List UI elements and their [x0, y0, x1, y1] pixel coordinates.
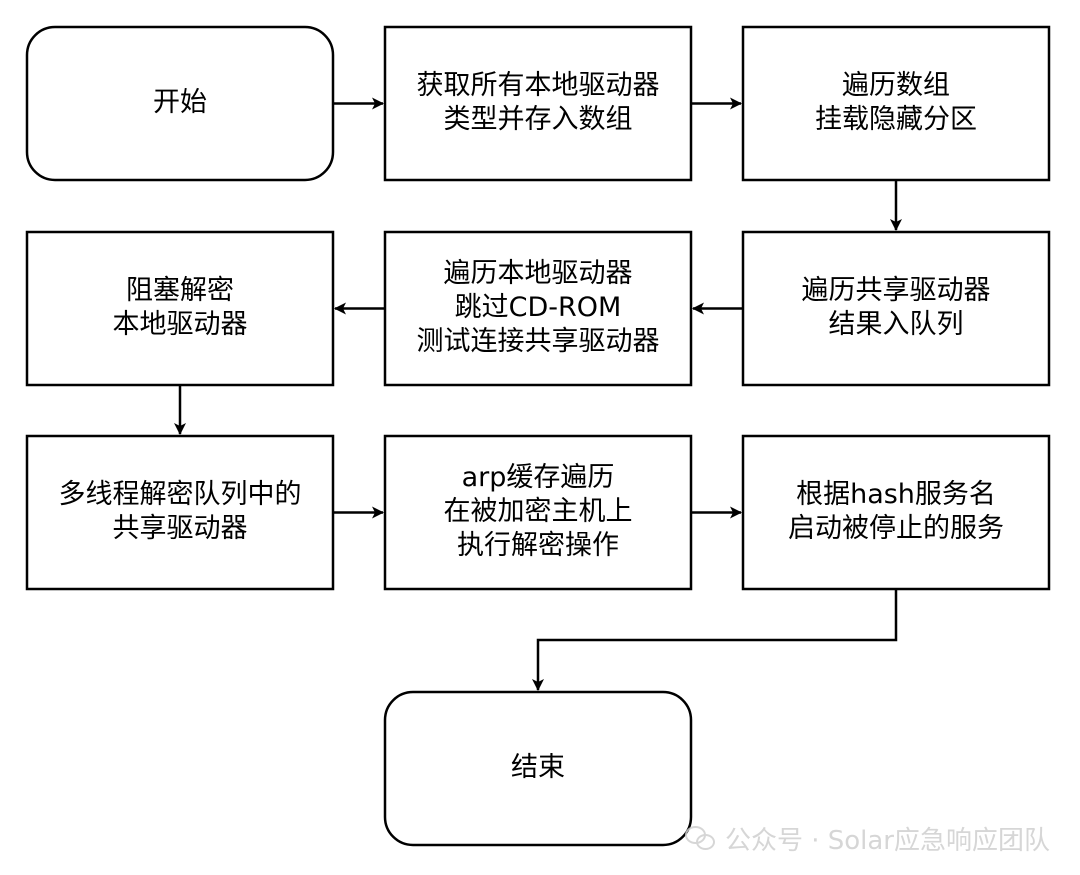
node-label-line: 执行解密操作 [457, 530, 619, 561]
node-label-line: 阻塞解密 [126, 275, 234, 306]
node-label-line: 开始 [153, 87, 207, 118]
process-box-multi-thread [25, 434, 335, 591]
process-box-block-decrypt [25, 230, 335, 387]
node-label-line: 本地驱动器 [113, 309, 248, 340]
node-label-line: 获取所有本地驱动器 [417, 70, 660, 101]
node-label-line: 根据hash服务名 [796, 479, 996, 510]
process-box-iter-local [383, 230, 693, 387]
edges [174, 97, 902, 691]
node-label-line: 遍历数组 [842, 70, 950, 101]
watermark-text: 公众号 · Solar应急响应团队 [724, 826, 1050, 856]
node-label-line: 启动被停止的服务 [788, 513, 1004, 544]
node-start: 开始 [25, 25, 335, 182]
node-label-line: 多线程解密队列中的 [59, 479, 302, 510]
nodes: 开始获取所有本地驱动器类型并存入数组遍历数组挂载隐藏分区遍历共享驱动器结果入队列… [25, 25, 1051, 847]
node-label-line: arp缓存遍历 [462, 462, 615, 493]
node-end: 结束 [383, 690, 693, 847]
node-label-line: 遍历本地驱动器 [444, 258, 633, 289]
watermark: 公众号 · Solar应急响应团队 [684, 820, 1050, 857]
process-box-shared-queue [741, 230, 1051, 387]
node-label-line: 类型并存入数组 [444, 104, 633, 135]
node-label-line: 测试连接共享驱动器 [417, 326, 660, 357]
node-label-line: 结束 [511, 752, 565, 783]
node-label-line: 挂载隐藏分区 [815, 104, 977, 135]
node-label-line: 共享驱动器 [113, 513, 248, 544]
node-label-line: 在被加密主机上 [444, 496, 633, 527]
terminal-box-end [383, 690, 693, 847]
process-box-mount-hidden [741, 25, 1051, 182]
arrow-restart-svc-to-end [532, 589, 898, 691]
process-box-get-drives [383, 25, 693, 182]
wechat-icon [684, 825, 715, 852]
terminal-box-start [25, 25, 335, 182]
node-label-line: 遍历共享驱动器 [802, 275, 991, 306]
process-box-arp-cache [383, 434, 693, 591]
process-box-restart-svc [741, 434, 1051, 591]
node-label-line: 结果入队列 [829, 309, 964, 340]
node-label-line: 跳过CD-ROM [455, 292, 622, 323]
